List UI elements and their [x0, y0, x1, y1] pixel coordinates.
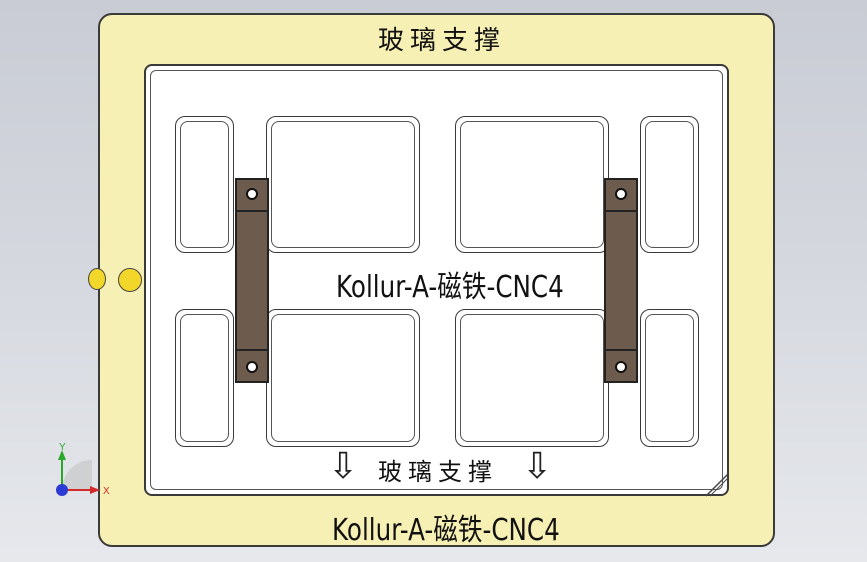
support-cell-bottom-left — [266, 309, 420, 447]
locating-pin — [118, 268, 142, 292]
screw-hole — [615, 361, 627, 373]
screw-hole — [246, 361, 258, 373]
support-cell-bottom-right — [455, 309, 609, 447]
pocket-bottom-title: 玻璃支撑 — [378, 458, 498, 486]
plate-bottom-label: Kollur-A-磁铁-CNC4 — [332, 513, 560, 548]
support-cell-top-left-narrow — [175, 116, 234, 253]
axis-y-label: Y — [59, 442, 66, 453]
support-cell-top-right-narrow — [640, 116, 699, 253]
magnet-cap-top — [235, 178, 269, 212]
down-arrow-icon: ⇩ — [522, 445, 553, 486]
center-part-label: Kollur-A-磁铁-CNC4 — [336, 270, 564, 305]
support-cell-bottom-left-narrow — [175, 309, 234, 447]
down-arrow-icon: ⇩ — [328, 445, 359, 486]
magnet-cap-top — [604, 178, 638, 212]
pocket-corner-notch — [705, 473, 729, 497]
magnet-cap-bottom — [235, 349, 269, 383]
support-cell-top-left — [266, 116, 420, 253]
axis-triad-icon[interactable] — [50, 440, 120, 510]
plate-title: 玻璃支撑 — [378, 26, 507, 56]
magnet-cap-bottom — [604, 349, 638, 383]
screw-hole — [246, 188, 258, 200]
support-cell-top-right — [455, 116, 609, 253]
support-cell-bottom-right-narrow — [640, 309, 699, 447]
screw-hole — [615, 188, 627, 200]
magnet-bar-right[interactable] — [604, 178, 638, 383]
glass-pocket-inner-edge — [150, 70, 723, 490]
magnet-bar-left[interactable] — [235, 178, 269, 383]
locating-pin-outer — [88, 268, 106, 290]
axis-x-label: X — [103, 486, 110, 497]
